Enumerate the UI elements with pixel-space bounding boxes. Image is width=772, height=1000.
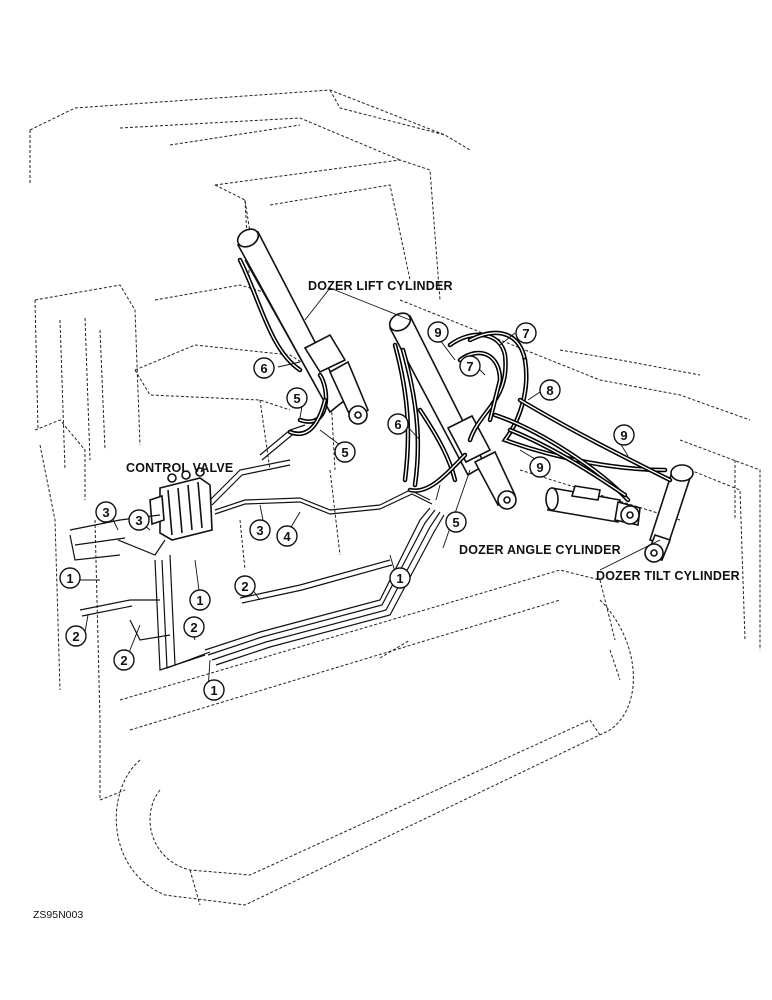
control-valve <box>149 467 213 541</box>
callout-number: 9 <box>620 428 627 443</box>
callout-2-b: 2 <box>113 649 135 671</box>
callout-3-b: 3 <box>128 509 150 531</box>
dozer-tilt-cylinder <box>644 464 694 563</box>
hoses <box>237 257 673 503</box>
callout-9-c: 9 <box>529 456 551 478</box>
callout-number: 3 <box>256 523 263 538</box>
callout-number: 1 <box>66 571 73 586</box>
callout-number: 5 <box>293 391 300 406</box>
dozer-angle-cylinder <box>545 485 641 526</box>
callout-number: 9 <box>536 460 543 475</box>
callout-number: 2 <box>72 629 79 644</box>
callout-number: 6 <box>394 417 401 432</box>
callout-number: 2 <box>190 620 197 635</box>
callout-number: 5 <box>452 515 459 530</box>
label-control-valve: CONTROL VALVE <box>126 461 233 475</box>
callout-9-a: 9 <box>427 321 449 343</box>
callout-2-d: 2 <box>234 575 256 597</box>
label-dozer-lift-cylinder: DOZER LIFT CYLINDER <box>308 279 453 293</box>
callout-6-b: 6 <box>387 413 409 435</box>
callout-3-c: 3 <box>249 519 271 541</box>
callout-5-b: 5 <box>334 441 356 463</box>
callout-number: 6 <box>260 361 267 376</box>
callout-2-c: 2 <box>183 616 205 638</box>
callout-number: 5 <box>341 445 348 460</box>
callout-number: 2 <box>120 653 127 668</box>
callout-9-b: 9 <box>613 424 635 446</box>
callout-2-a: 2 <box>65 625 87 647</box>
callout-number: 1 <box>396 571 403 586</box>
callout-number: 9 <box>434 325 441 340</box>
callout-1-d: 1 <box>203 679 225 701</box>
callout-7-b: 7 <box>459 355 481 377</box>
callout-3-a: 3 <box>95 501 117 523</box>
callout-number: 3 <box>135 513 142 528</box>
callout-number: 8 <box>546 383 553 398</box>
dozer-lift-cylinder-left <box>236 228 369 425</box>
callout-number: 7 <box>466 359 473 374</box>
label-dozer-angle-cylinder: DOZER ANGLE CYLINDER <box>459 543 621 557</box>
callout-1-b: 1 <box>189 589 211 611</box>
callout-number: 7 <box>522 326 529 341</box>
callout-number: 3 <box>102 505 109 520</box>
callout-4: 4 <box>276 525 298 547</box>
callout-5-c: 5 <box>445 511 467 533</box>
callout-8: 8 <box>539 379 561 401</box>
tube-lines <box>69 424 445 671</box>
figure-code: ZS95N003 <box>33 909 83 921</box>
callout-5-a: 5 <box>286 387 308 409</box>
callout-6-a: 6 <box>253 357 275 379</box>
callout-number: 4 <box>283 529 291 544</box>
callout-number: 1 <box>196 593 203 608</box>
callout-number: 2 <box>241 579 248 594</box>
callout-1-c: 1 <box>389 567 411 589</box>
label-dozer-tilt-cylinder: DOZER TILT CYLINDER <box>596 569 740 583</box>
callout-7-a: 7 <box>515 322 537 344</box>
callout-1-a: 1 <box>59 567 81 589</box>
callout-number: 1 <box>210 683 217 698</box>
